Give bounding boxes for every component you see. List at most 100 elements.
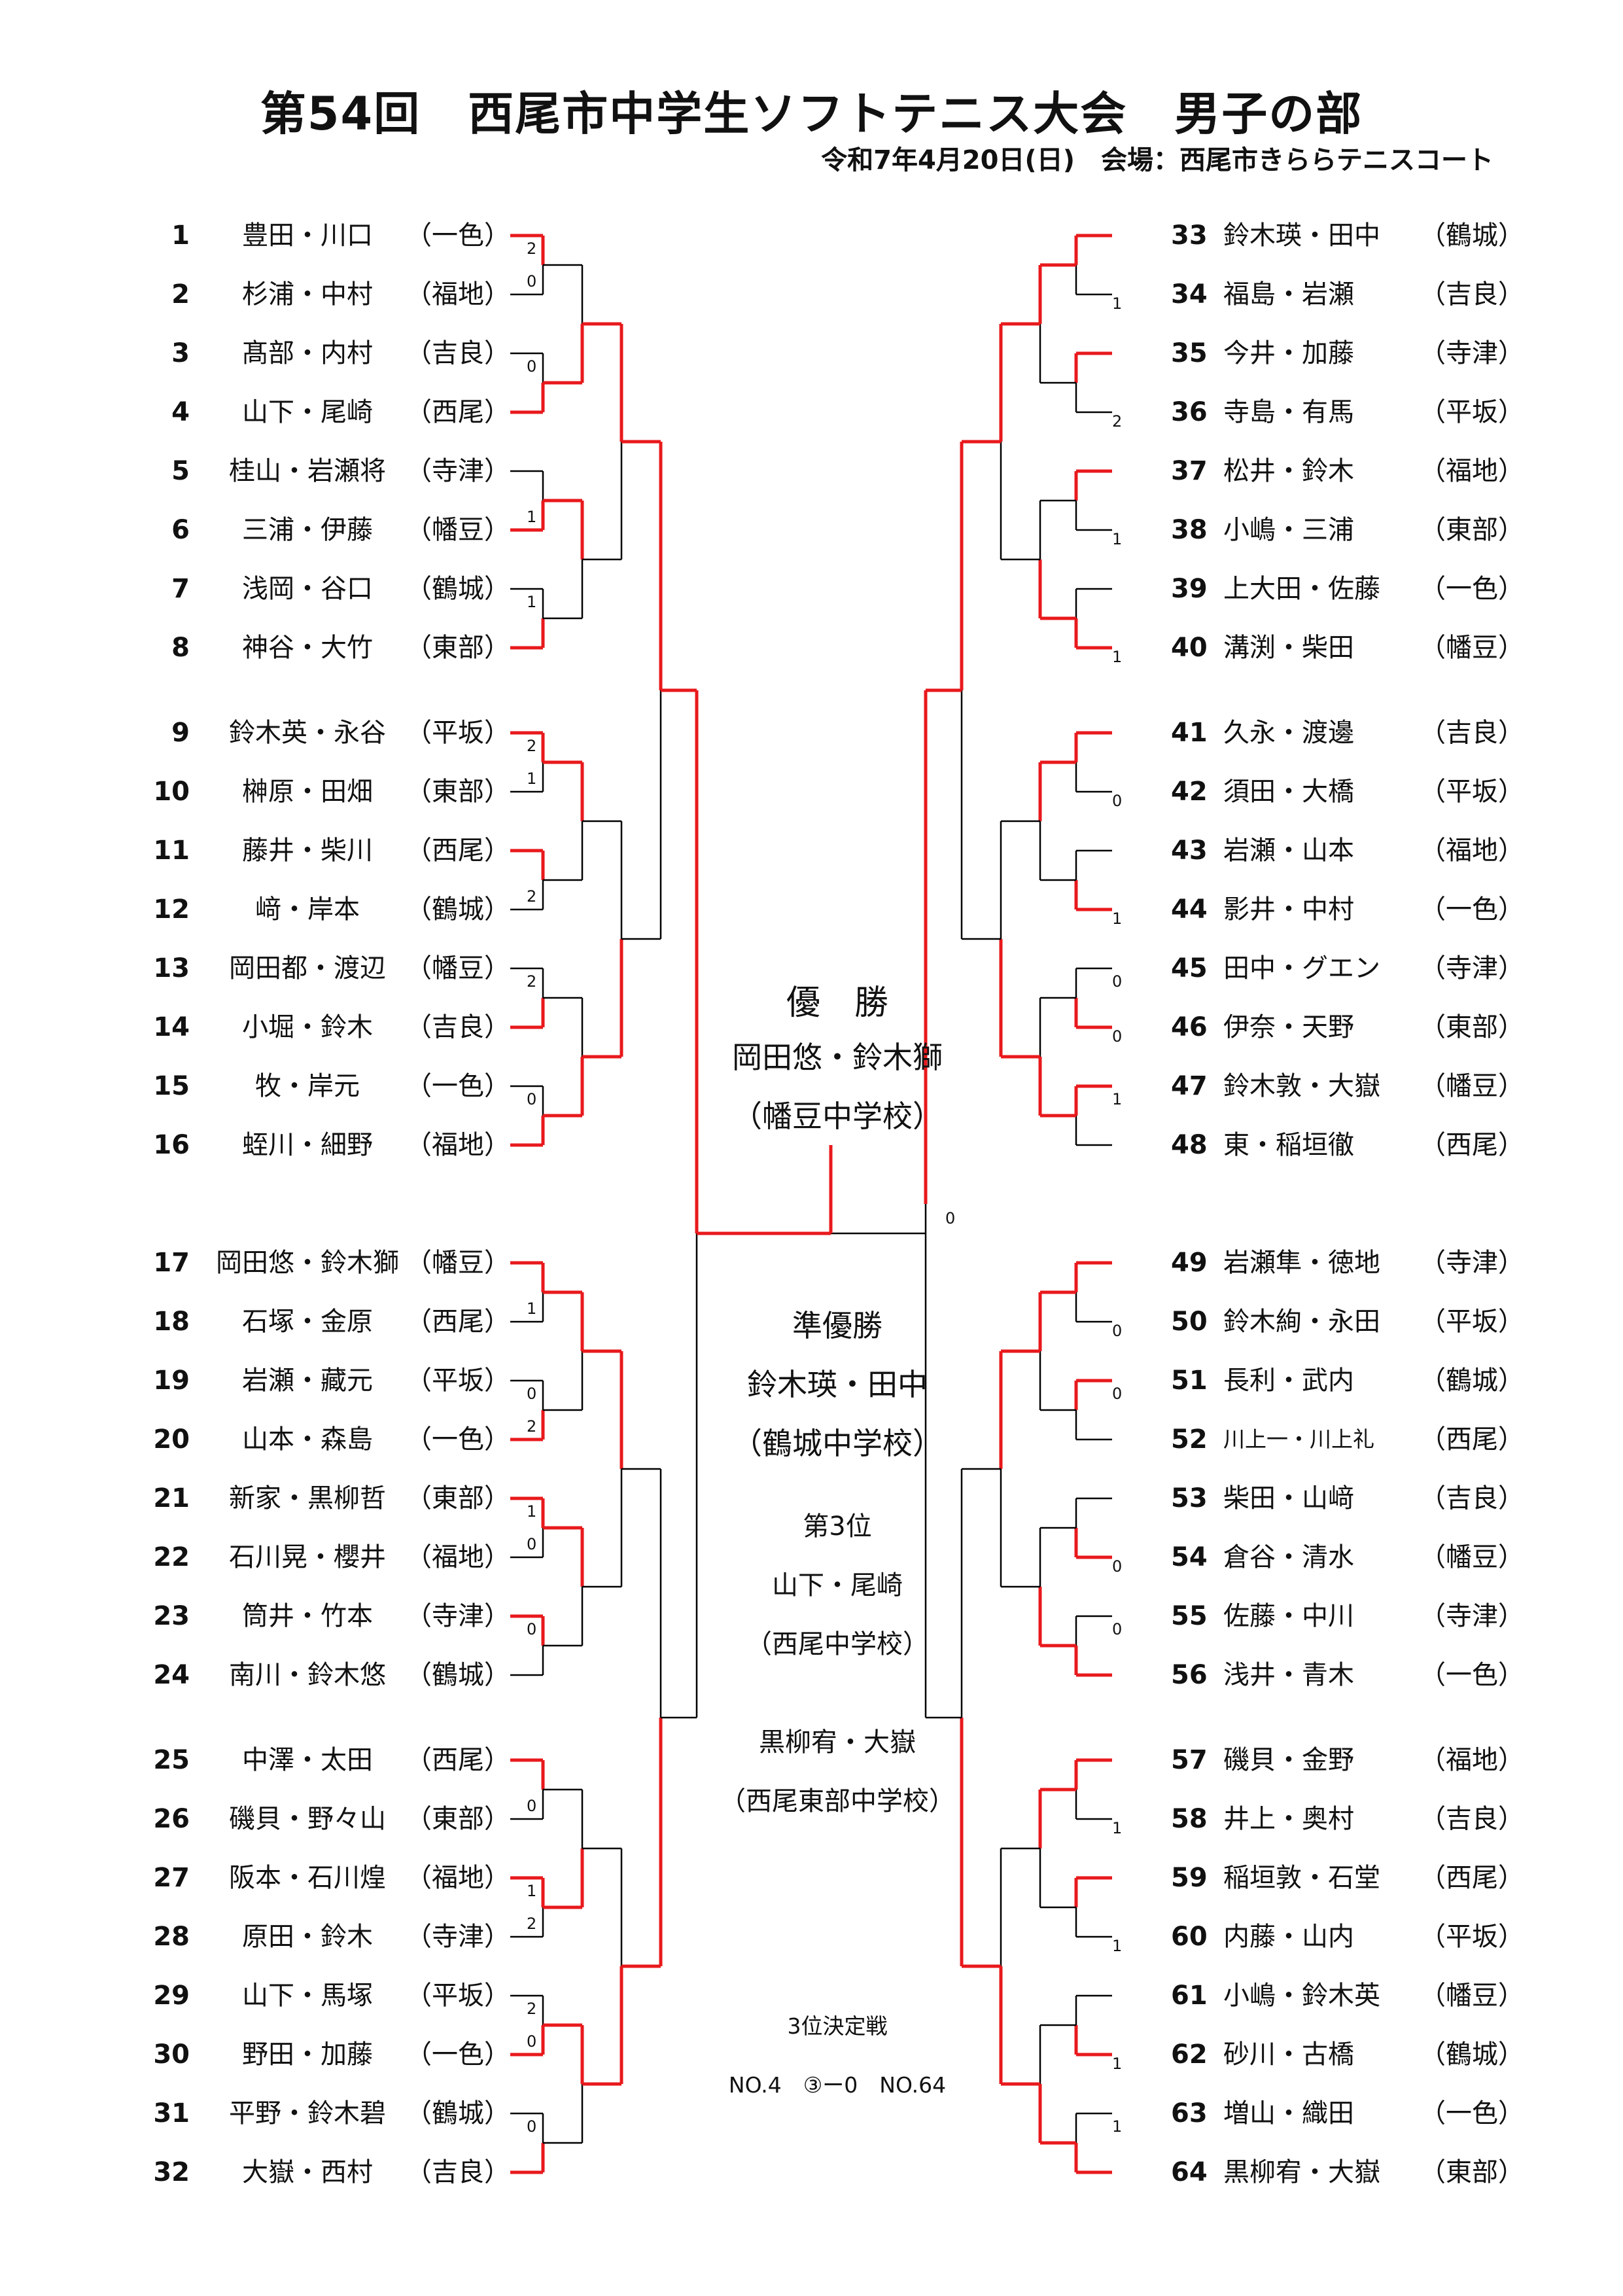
player-pair-name: 佐藤・中川 [1223, 1601, 1354, 1631]
player-pair-name: 蛭川・細野 [242, 1130, 373, 1160]
school-name: （吉良） [1420, 1804, 1524, 1834]
entry-number: 61 [1171, 1981, 1208, 2011]
school-name: （吉良） [1420, 279, 1524, 309]
entry-number: 9 [171, 718, 190, 748]
player-pair-name: 小嶋・三浦 [1223, 515, 1354, 545]
entry-number: 47 [1171, 1071, 1208, 1101]
school-name: （福地） [1420, 456, 1524, 486]
player-pair-name: 石川晃・櫻井 [229, 1542, 386, 1572]
player-pair-name: 久永・渡邊 [1223, 718, 1354, 748]
player-pair-name: 砂川・古橋 [1223, 2040, 1354, 2070]
entry-number: 35 [1171, 338, 1208, 368]
school-name: （一色） [1420, 1660, 1524, 1690]
school-name: （東部） [1420, 515, 1524, 545]
player-pair-name: 柴田・山﨑 [1223, 1483, 1354, 1513]
entry-number: 22 [153, 1542, 190, 1572]
player-pair-name: 岩瀬・山本 [1223, 836, 1354, 866]
score-label: 1 [527, 1882, 536, 1900]
player-pair-name: 鈴木瑛・田中 [1223, 221, 1380, 251]
school-name: （鶴城） [1420, 221, 1524, 251]
third-place-1-school: （西尾中学校） [746, 1629, 929, 1659]
score-label: 0 [527, 1090, 536, 1108]
school-name: （幡豆） [406, 953, 510, 983]
runnerup-school: （鶴城中学校） [732, 1426, 943, 1461]
entry-number: 26 [153, 1804, 190, 1834]
player-pair-name: 鈴木英・永谷 [229, 718, 386, 748]
score-label: 0 [527, 1620, 536, 1638]
school-name: （寺津） [1420, 1248, 1524, 1278]
school-name: （西尾） [1420, 1863, 1524, 1893]
player-pair-name: 増山・織田 [1223, 2098, 1354, 2128]
champion-school: （幡豆中学校） [732, 1099, 943, 1134]
champion-label: 優 勝 [786, 983, 888, 1023]
score-label: 1 [527, 1299, 536, 1318]
player-pair-name: 磯貝・金野 [1223, 1745, 1354, 1775]
school-name: （幡豆） [406, 515, 510, 545]
entry-number: 64 [1171, 2157, 1208, 2187]
entry-number: 32 [153, 2157, 190, 2187]
player-pair-name: 神谷・大竹 [242, 633, 373, 663]
entry-number: 21 [153, 1483, 190, 1513]
score-label: 1 [1112, 530, 1122, 548]
school-name: （東部） [406, 633, 510, 663]
score-label: 0 [1112, 792, 1122, 810]
entry-number: 16 [153, 1130, 190, 1160]
entry-number: 8 [171, 633, 190, 663]
entry-number: 60 [1171, 1922, 1208, 1952]
entry-number: 58 [1171, 1804, 1208, 1834]
entry-number: 59 [1171, 1863, 1208, 1893]
player-pair-name: 磯貝・野々山 [229, 1804, 386, 1834]
score-label: 0 [527, 272, 536, 291]
school-name: （鶴城） [1420, 1366, 1524, 1396]
player-pair-name: 川上一・川上礼 [1223, 1426, 1374, 1452]
school-name: （鶴城） [406, 574, 510, 604]
player-pair-name: 﨑・岸本 [255, 894, 360, 925]
school-name: （寺津） [1420, 338, 1524, 368]
school-name: （一色） [406, 1424, 510, 1455]
entry-number: 23 [153, 1601, 190, 1631]
player-pair-name: 鈴木敦・大嶽 [1223, 1071, 1380, 1101]
player-pair-name: 浅岡・谷口 [242, 574, 373, 604]
player-pair-name: 岩瀬・藏元 [242, 1366, 373, 1396]
school-name: （東部） [1420, 2157, 1524, 2187]
runnerup-name: 鈴木瑛・田中 [747, 1367, 928, 1402]
player-pair-name: 榊原・田畑 [242, 777, 373, 807]
player-pair-name: 浅井・青木 [1223, 1660, 1354, 1690]
school-name: （福地） [406, 1542, 510, 1572]
player-pair-name: 岩瀬隼・徳地 [1223, 1248, 1380, 1278]
score-label: 1 [1112, 2117, 1122, 2136]
entry-number: 27 [153, 1863, 190, 1893]
entry-number: 17 [153, 1248, 190, 1278]
entry-number: 28 [153, 1922, 190, 1952]
school-name: （鶴城） [1420, 2040, 1524, 2070]
entry-number: 57 [1171, 1745, 1208, 1775]
entry-number: 33 [1171, 221, 1208, 251]
player-pair-name: 石塚・金原 [242, 1307, 373, 1337]
school-name: （寺津） [406, 1601, 510, 1631]
entry-number: 3 [171, 338, 190, 368]
school-name: （福地） [406, 279, 510, 309]
entry-number: 18 [153, 1307, 190, 1337]
entry-number: 52 [1171, 1424, 1208, 1455]
player-pair-name: 上大田・佐藤 [1223, 574, 1380, 604]
school-name: （東部） [1420, 1012, 1524, 1042]
school-name: （鶴城） [406, 1660, 510, 1690]
school-name: （一色） [406, 2040, 510, 2070]
score-label: 0 [527, 1385, 536, 1403]
player-pair-name: 野田・加藤 [242, 2040, 373, 2070]
school-name: （平坂） [406, 1366, 510, 1396]
school-name: （西尾） [1420, 1130, 1524, 1160]
score-label: 1 [527, 769, 536, 788]
school-name: （東部） [406, 1483, 510, 1513]
entry-number: 4 [171, 397, 190, 427]
score-label: 0 [1112, 1027, 1122, 1046]
player-pair-name: 黒柳宥・大嶽 [1223, 2157, 1380, 2187]
player-pair-name: 今井・加藤 [1223, 338, 1354, 368]
page-title: 第54回 西尾市中学生ソフトテニス大会 男子の部 [260, 87, 1363, 141]
score-label: 1 [1112, 1090, 1122, 1108]
score-label: 0 [1112, 1385, 1122, 1403]
school-name: （吉良） [406, 338, 510, 368]
entry-number: 19 [153, 1366, 190, 1396]
player-pair-name: 松井・鈴木 [1223, 456, 1354, 486]
